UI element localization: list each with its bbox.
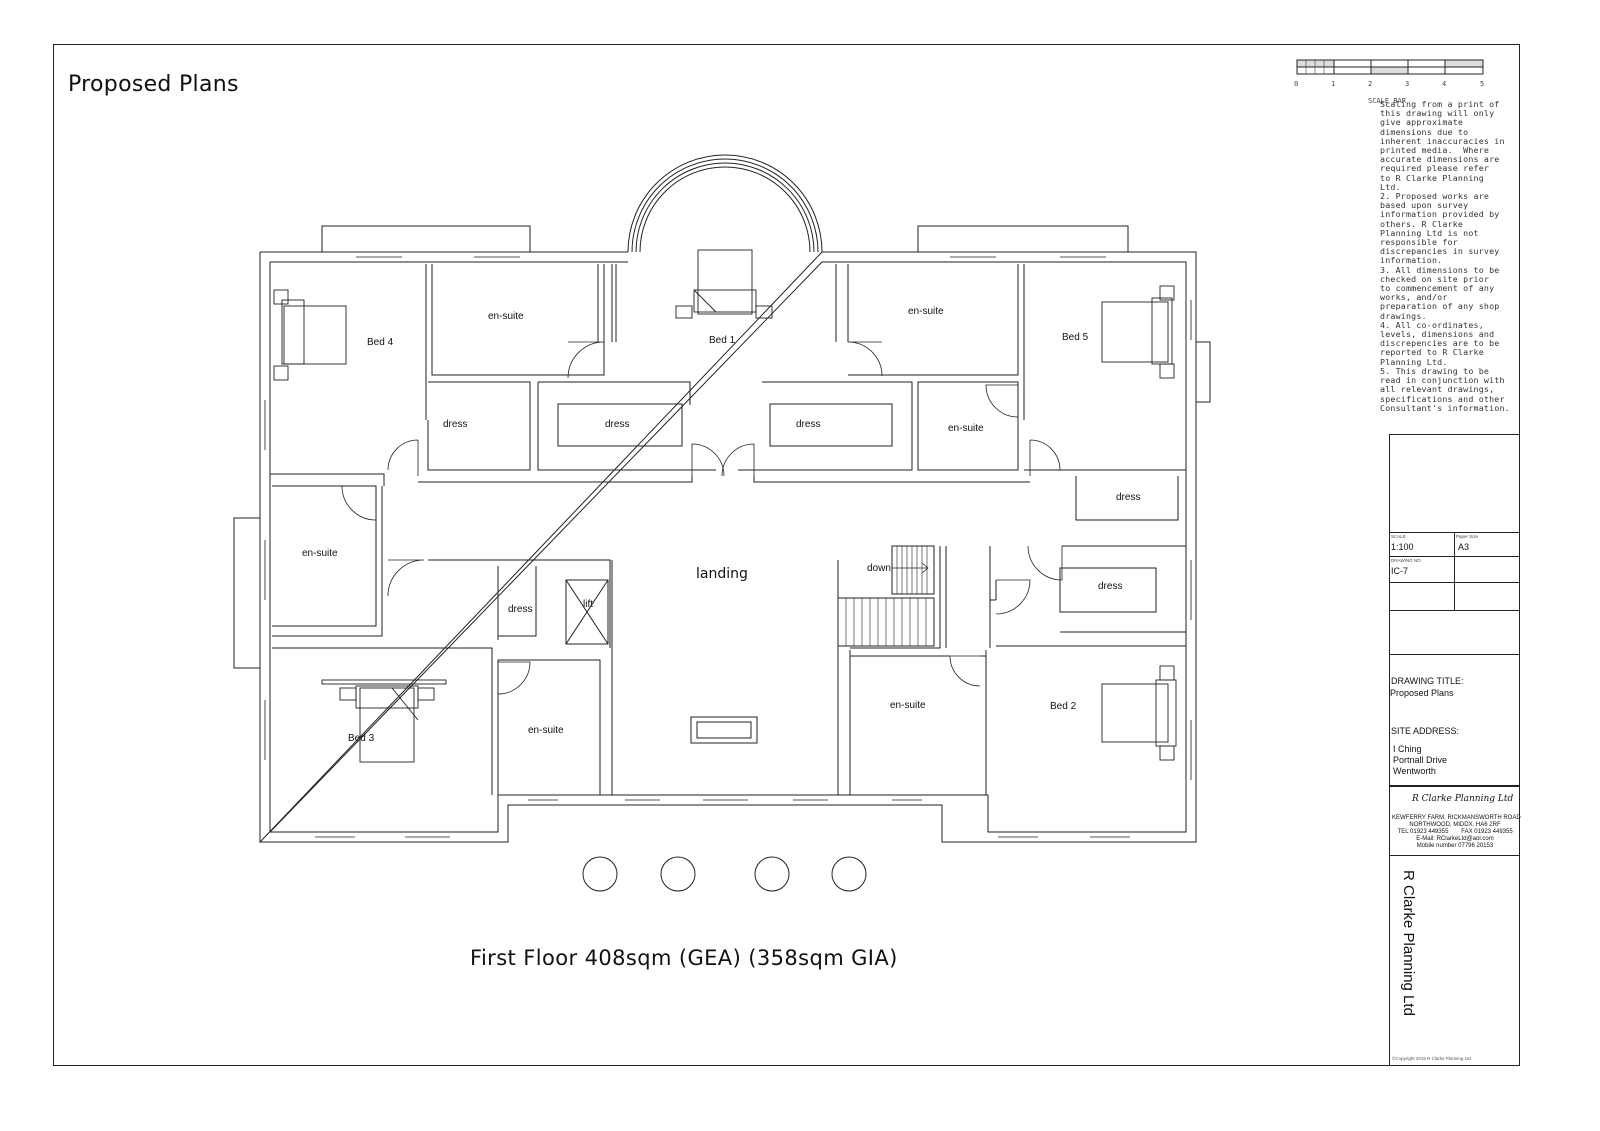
drawing-title-value: Proposed Plans: [1390, 688, 1454, 698]
paper-size-caption: Paper Size: [1456, 534, 1479, 539]
site-address-line-2: Portnall Drive: [1393, 755, 1448, 765]
firm-address-1: KEWFERRY FARM, RICKMANSWORTH ROAD: [1392, 815, 1521, 821]
scale-tick-4: 4: [1442, 80, 1446, 88]
drawing-notes: Scaling from a print of this drawing wil…: [1380, 99, 1510, 413]
firm-fax: FAX 01923 449355: [1461, 829, 1513, 835]
firm-address-2: NORTHWOOD, MIDDX. HA6 2RF: [1409, 822, 1501, 828]
room-label-bed4: Bed 4: [367, 337, 394, 348]
room-label-dress-se: dress: [1098, 581, 1122, 592]
title-block-firm-section: [1389, 786, 1520, 856]
firm-mobile: Mobile number 07796 20153: [1416, 843, 1494, 849]
drawing-no-caption: DRAWING NO: [1391, 558, 1421, 563]
room-label-ensuite-e: en-suite: [948, 423, 984, 434]
drawing-no-value: IC-7: [1391, 566, 1409, 576]
firm-logo-text: R Clarke Planning Ltd: [1412, 794, 1514, 804]
drawing-title-label: DRAWING TITLE:: [1391, 676, 1464, 686]
scale-tick-5: 5: [1480, 80, 1484, 88]
bay-west: [233, 517, 261, 669]
scale-bar-label: SCALE BAR: [1368, 97, 1406, 105]
firm-name-vertical: R Clarke Planning Ltd: [1400, 870, 1417, 1016]
projection-ne: [917, 225, 1129, 253]
projection-nw: [321, 225, 531, 253]
scale-tick-0: 0: [1294, 80, 1298, 88]
bay-east: [1195, 341, 1211, 403]
room-label-ensuite-nw: en-suite: [488, 311, 524, 322]
sheet-title: Proposed Plans: [68, 72, 239, 97]
title-block-title-section: [1389, 654, 1520, 786]
door-swings: [341, 341, 1063, 695]
room-label-lift: lift: [583, 599, 593, 610]
room-label-ensuite-ne: en-suite: [908, 306, 944, 317]
scale-caption: SCALE: [1391, 534, 1406, 539]
front-columns: [582, 856, 867, 892]
interior-walls: [270, 264, 1186, 795]
room-label-bed5: Bed 5: [1062, 332, 1089, 343]
beds: [273, 249, 1177, 763]
room-label-ensuite-s: en-suite: [890, 700, 926, 711]
room-label-ensuite-sw: en-suite: [528, 725, 564, 736]
room-label-ensuite-w: en-suite: [302, 548, 338, 559]
scale-bar: [1296, 59, 1484, 75]
scale-tick-1: 1: [1331, 80, 1335, 88]
room-label-dress-sw: dress: [508, 604, 532, 615]
copyright: ©Copyright 2015 R Clarke Planning Ltd: [1392, 1056, 1471, 1061]
room-label-bed3: Bed 3: [348, 733, 375, 744]
site-address-line-1: I Ching: [1393, 744, 1422, 754]
floor-caption: First Floor 408sqm (GEA) (358sqm GIA): [470, 946, 898, 970]
room-label-bed1: Bed 1: [709, 335, 736, 346]
room-label-bed2: Bed 2: [1050, 701, 1077, 712]
scale-value: 1:100: [1391, 542, 1414, 552]
scale-tick-2: 2: [1368, 80, 1372, 88]
firm-tel: TEL 01923 449355: [1397, 829, 1449, 835]
site-address-line-3: Wentworth: [1393, 766, 1436, 776]
room-label-dress-nw: dress: [443, 419, 467, 430]
room-label-dress-nc: dress: [605, 419, 629, 430]
room-label-landing: landing: [696, 566, 748, 582]
firm-email: E-Mail: RClarkeLtd@aol.com: [1416, 836, 1494, 842]
title-block-divider-v: [1454, 532, 1455, 611]
bow-window: [627, 154, 823, 253]
site-address-label: SITE ADDRESS:: [1391, 726, 1460, 736]
title-block-divider-2: [1389, 582, 1520, 583]
room-label-dress-e: dress: [1116, 492, 1140, 503]
paper-size-value: A3: [1458, 542, 1470, 552]
stair-label-down: down: [867, 563, 891, 574]
scale-tick-3: 3: [1405, 80, 1409, 88]
room-label-dress-ne: dress: [796, 419, 820, 430]
